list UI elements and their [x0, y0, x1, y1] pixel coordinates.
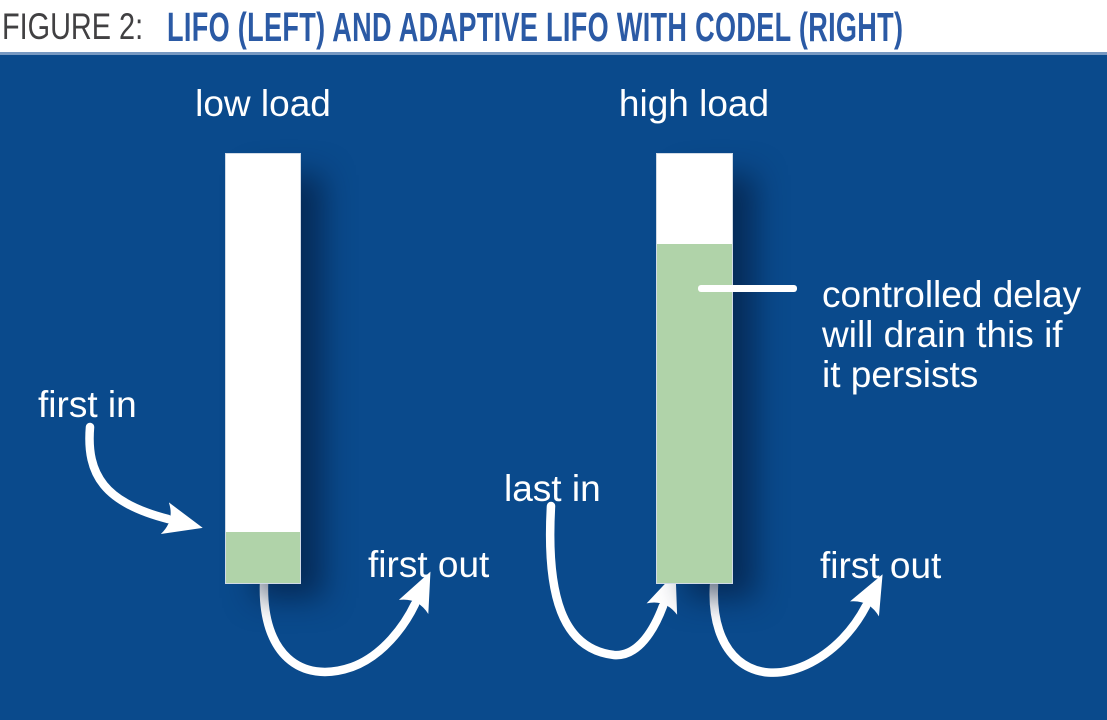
high-load-label: high load	[618, 83, 770, 124]
codel-annotation: controlled delay will drain this if it p…	[822, 275, 1081, 395]
figure-caption: FIGURE 2: LIFO (LEFT) AND ADAPTIVE LIFO …	[0, 0, 1107, 52]
last-in-label: last in	[504, 468, 601, 509]
last-in-arrow	[545, 501, 678, 660]
annotation-pointer-line	[698, 285, 797, 292]
low-load-label: low load	[195, 83, 331, 124]
left-queue-packets	[226, 531, 300, 583]
right-queue-bar	[656, 153, 733, 584]
first-out-left-arrow	[259, 571, 431, 677]
first-in-label: first in	[38, 384, 137, 425]
right-queue-packets	[657, 244, 732, 583]
first-in-arrow	[85, 422, 203, 534]
first-out-left-label: first out	[368, 544, 490, 585]
figure-label: FIGURE 2:	[2, 6, 144, 47]
diagram-panel: low load high load controlled delay will…	[0, 52, 1107, 720]
first-out-right-arrow	[709, 574, 883, 677]
codel-annotation-line-2: will drain this if	[822, 314, 1063, 355]
left-queue-bar	[225, 153, 301, 584]
first-out-right-label: first out	[820, 545, 942, 586]
codel-annotation-line-1: controlled delay	[822, 274, 1082, 315]
flow-arrows	[85, 422, 883, 677]
codel-annotation-line-3: it persists	[822, 354, 979, 395]
figure-title: LIFO (LEFT) AND ADAPTIVE LIFO WITH CODEL…	[167, 4, 904, 50]
